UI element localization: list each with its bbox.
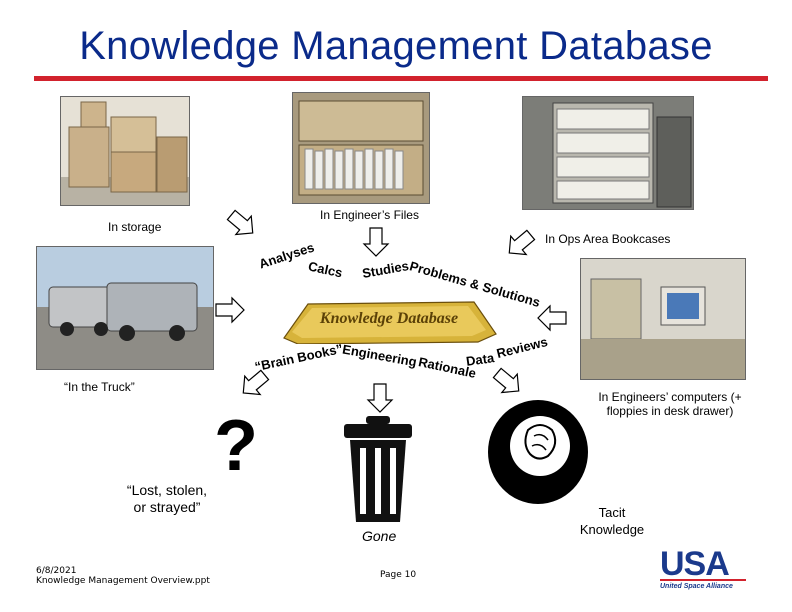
truck-photo	[36, 246, 214, 370]
footer-page: Page 10	[380, 570, 417, 580]
usa-logo: USA United Space Alliance	[660, 546, 750, 594]
label-gone: Gone	[362, 528, 397, 544]
arrow-computers	[537, 305, 567, 331]
storage-photo	[60, 96, 190, 206]
arrow-ops	[500, 225, 540, 263]
label-in-the-truck: “In the Truck”	[64, 380, 135, 394]
center-logo-text: Knowledge Database	[319, 310, 459, 327]
arrow-tacit	[488, 363, 528, 401]
question-mark: ?	[214, 406, 258, 486]
usa-logo-stripe	[660, 579, 746, 581]
engineer-files-photo	[292, 92, 430, 204]
label-engineer-files: In Engineer’s Files	[320, 208, 419, 222]
ops-bookcases-photo	[522, 96, 694, 210]
center-logo: Knowledge Database	[278, 298, 500, 345]
head-icon	[488, 400, 588, 504]
arrow-engineer-files	[363, 227, 389, 257]
page-title: Knowledge Management Database	[79, 24, 713, 68]
label-tacit: Tacit Knowledge	[579, 505, 645, 537]
label-lost: “Lost, stolen, or strayed”	[126, 482, 208, 515]
label-computers: In Engineers’ computers (+ floppies in d…	[598, 390, 742, 418]
computers-photo	[580, 258, 746, 380]
footer-filename: Knowledge Management Overview.ppt	[36, 576, 210, 586]
usa-logo-caption: United Space Alliance	[660, 583, 733, 590]
footer-date: 6/8/2021	[36, 566, 77, 576]
label-ops-bookcases: In Ops Area Bookcases	[545, 232, 671, 246]
arrow-truck	[215, 297, 245, 323]
label-in-storage: In storage	[108, 220, 162, 234]
title-rule	[34, 76, 768, 81]
arrow-gone	[367, 383, 393, 413]
trash-can-icon	[340, 414, 416, 524]
arrow-storage	[222, 205, 262, 243]
usa-logo-mark: USA	[660, 545, 730, 583]
